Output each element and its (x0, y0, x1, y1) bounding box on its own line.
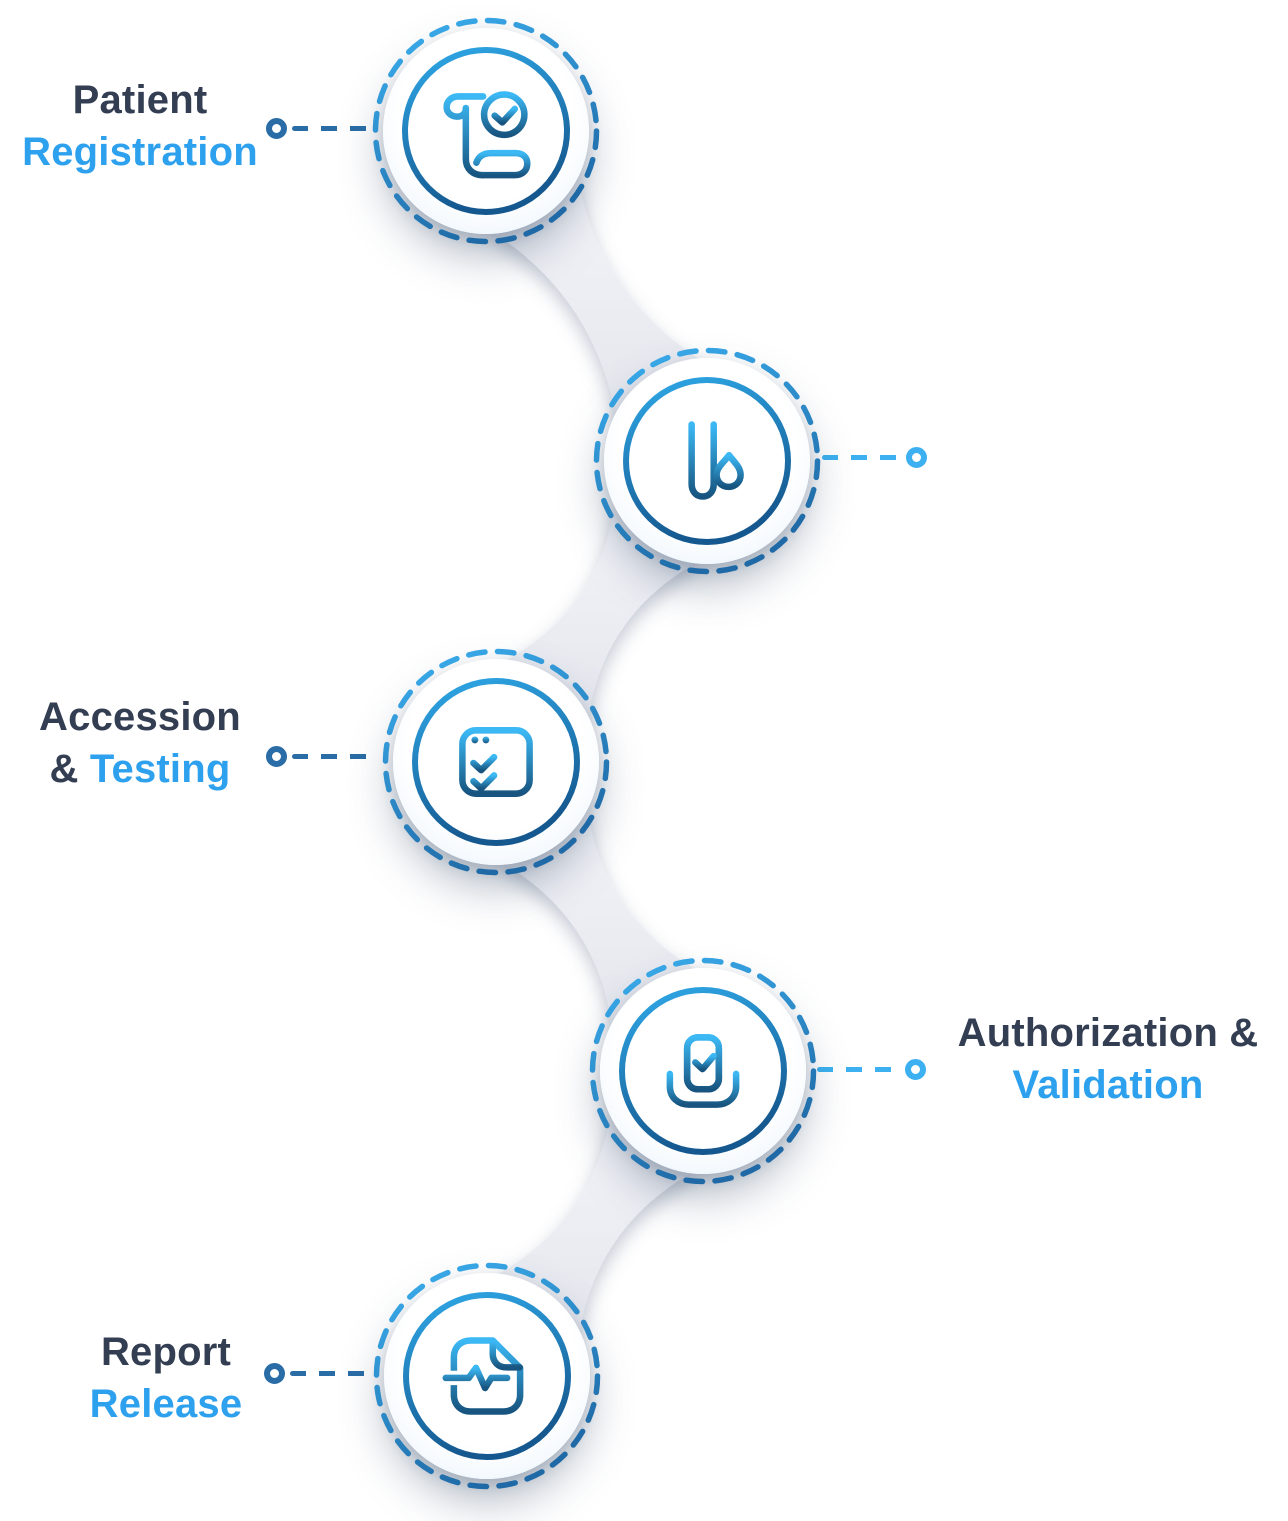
label-line: Validation (948, 1059, 1268, 1111)
connector-dash-line (822, 455, 902, 460)
connector-dot (266, 746, 287, 767)
solid-ring (402, 47, 570, 215)
label-text-accent: Validation (1012, 1063, 1204, 1107)
step-node-patient-registration (366, 11, 606, 251)
step-node-report-release (367, 1256, 607, 1496)
node-rings (372, 17, 600, 245)
ballot-check-icon (666, 1034, 740, 1108)
solid-ring (619, 987, 787, 1155)
label-text-accent: Registration (22, 130, 258, 174)
label-text-dark: Patient (72, 78, 208, 122)
connector-dash-line (292, 754, 378, 759)
dashed-ring (589, 957, 817, 1185)
node-circle (604, 358, 810, 564)
checklist-icon (459, 727, 533, 797)
label-line: Accession (10, 691, 270, 743)
label-text-dark: Accession (39, 695, 241, 739)
step-node-authorization-validation (583, 951, 823, 1191)
dashed-ring (372, 17, 600, 245)
label-text-accent: Testing (89, 747, 231, 791)
scroll-check-icon (443, 91, 531, 179)
connector-dot (266, 118, 287, 139)
label-text-dark: Authorization & (957, 1011, 1259, 1055)
solid-ring (403, 1292, 571, 1460)
dashed-ring (593, 347, 821, 575)
connector-dot (264, 1363, 285, 1384)
step-label-authorization-validation: Authorization & Validation (948, 1007, 1268, 1111)
label-text-dark: & (49, 747, 90, 791)
dashed-ring (373, 1262, 601, 1490)
solid-ring (412, 678, 580, 846)
connector-band (490, 172, 703, 420)
step-label-report-release: Report Release (36, 1326, 296, 1430)
node-rings (589, 957, 817, 1185)
connector-dash-line (290, 1371, 372, 1376)
connector-dash-line (817, 1067, 899, 1072)
node-rings (593, 347, 821, 575)
step-node-2 (587, 341, 827, 581)
connector-dash-line (292, 126, 373, 131)
label-line: Report (36, 1326, 296, 1378)
dashed-ring (382, 648, 610, 876)
step-node-accession-testing (376, 642, 616, 882)
node-rings (382, 648, 610, 876)
step-label-patient-registration: Patient Registration (10, 74, 270, 178)
connector-dot (906, 447, 927, 468)
label-line: Authorization & (948, 1007, 1268, 1059)
step-label-accession-testing: Accession & Testing (10, 691, 270, 795)
label-line: Patient (10, 74, 270, 126)
label-text-dark: Report (100, 1330, 232, 1374)
solid-ring (623, 377, 791, 545)
label-line: & Testing (10, 743, 270, 795)
node-circle (383, 28, 589, 234)
label-line: Registration (10, 126, 270, 178)
label-line: Release (36, 1378, 296, 1430)
label-text-accent: Release (89, 1382, 243, 1426)
report-document-icon (439, 1337, 524, 1415)
node-circle (393, 659, 599, 865)
test-tube-icon (679, 421, 744, 500)
node-rings (373, 1262, 601, 1490)
connector-dot (905, 1059, 926, 1080)
